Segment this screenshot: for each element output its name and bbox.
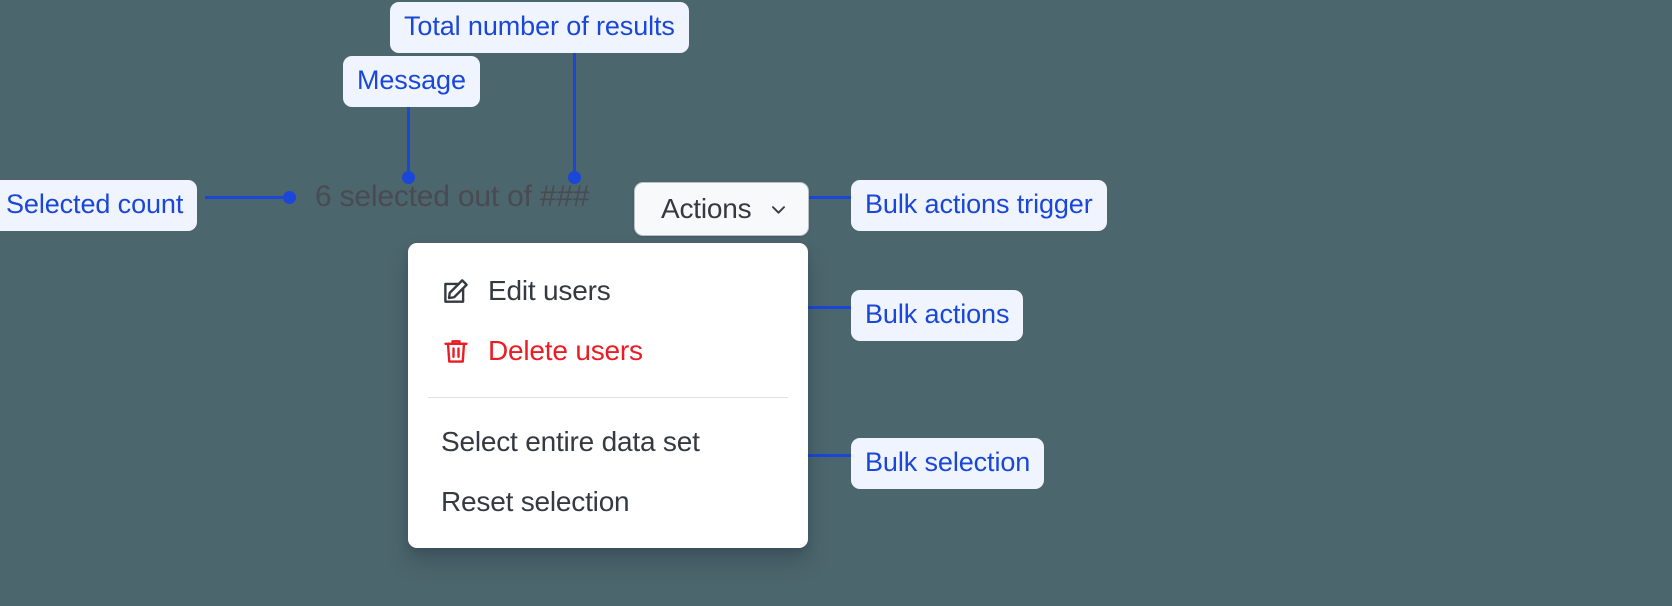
- menu-item-reset-selection[interactable]: Reset selection: [408, 472, 808, 532]
- menu-item-label: Select entire data set: [441, 426, 700, 457]
- menu-separator: [428, 397, 788, 398]
- bulk-actions-trigger-button[interactable]: Actions: [634, 182, 810, 236]
- annotation-selected-count: Selected count: [0, 180, 198, 231]
- connector-dot-message: [402, 171, 415, 184]
- menu-item-delete-users[interactable]: Delete users: [408, 321, 808, 381]
- menu-item-edit-users[interactable]: Edit users: [408, 261, 808, 321]
- connector-bulk-actions: [772, 306, 856, 309]
- connector-total-results: [573, 45, 576, 178]
- menu-item-label: Edit users: [488, 275, 611, 306]
- annotation-bulk-selection: Bulk selection: [851, 438, 1045, 489]
- menu-item-label: Reset selection: [441, 486, 630, 517]
- annotation-bulk-actions-trigger: Bulk actions trigger: [851, 180, 1107, 231]
- annotation-total-number-of-results: Total number of results: [390, 2, 689, 53]
- connector-bulk-actions-trigger: [764, 196, 856, 199]
- selected-count-message: 6 selected out of ###: [315, 180, 590, 213]
- connector-dot-total-results: [568, 171, 581, 184]
- menu-item-label: Delete users: [488, 335, 643, 366]
- connector-bulk-selection: [772, 454, 856, 457]
- menu-item-select-entire-data-set[interactable]: Select entire data set: [408, 412, 808, 472]
- trash-icon: [441, 336, 471, 366]
- chevron-down-icon: [769, 200, 788, 219]
- connector-dot-selected-count: [283, 191, 296, 204]
- connector-selected-count: [205, 196, 290, 199]
- annotation-message: Message: [343, 56, 480, 107]
- actions-button-label: Actions: [661, 193, 752, 224]
- connector-message: [407, 104, 410, 178]
- annotation-bulk-actions: Bulk actions: [851, 290, 1024, 341]
- edit-pencil-icon: [441, 276, 471, 306]
- bulk-actions-menu: Edit users Delete users Select entire da…: [408, 243, 808, 548]
